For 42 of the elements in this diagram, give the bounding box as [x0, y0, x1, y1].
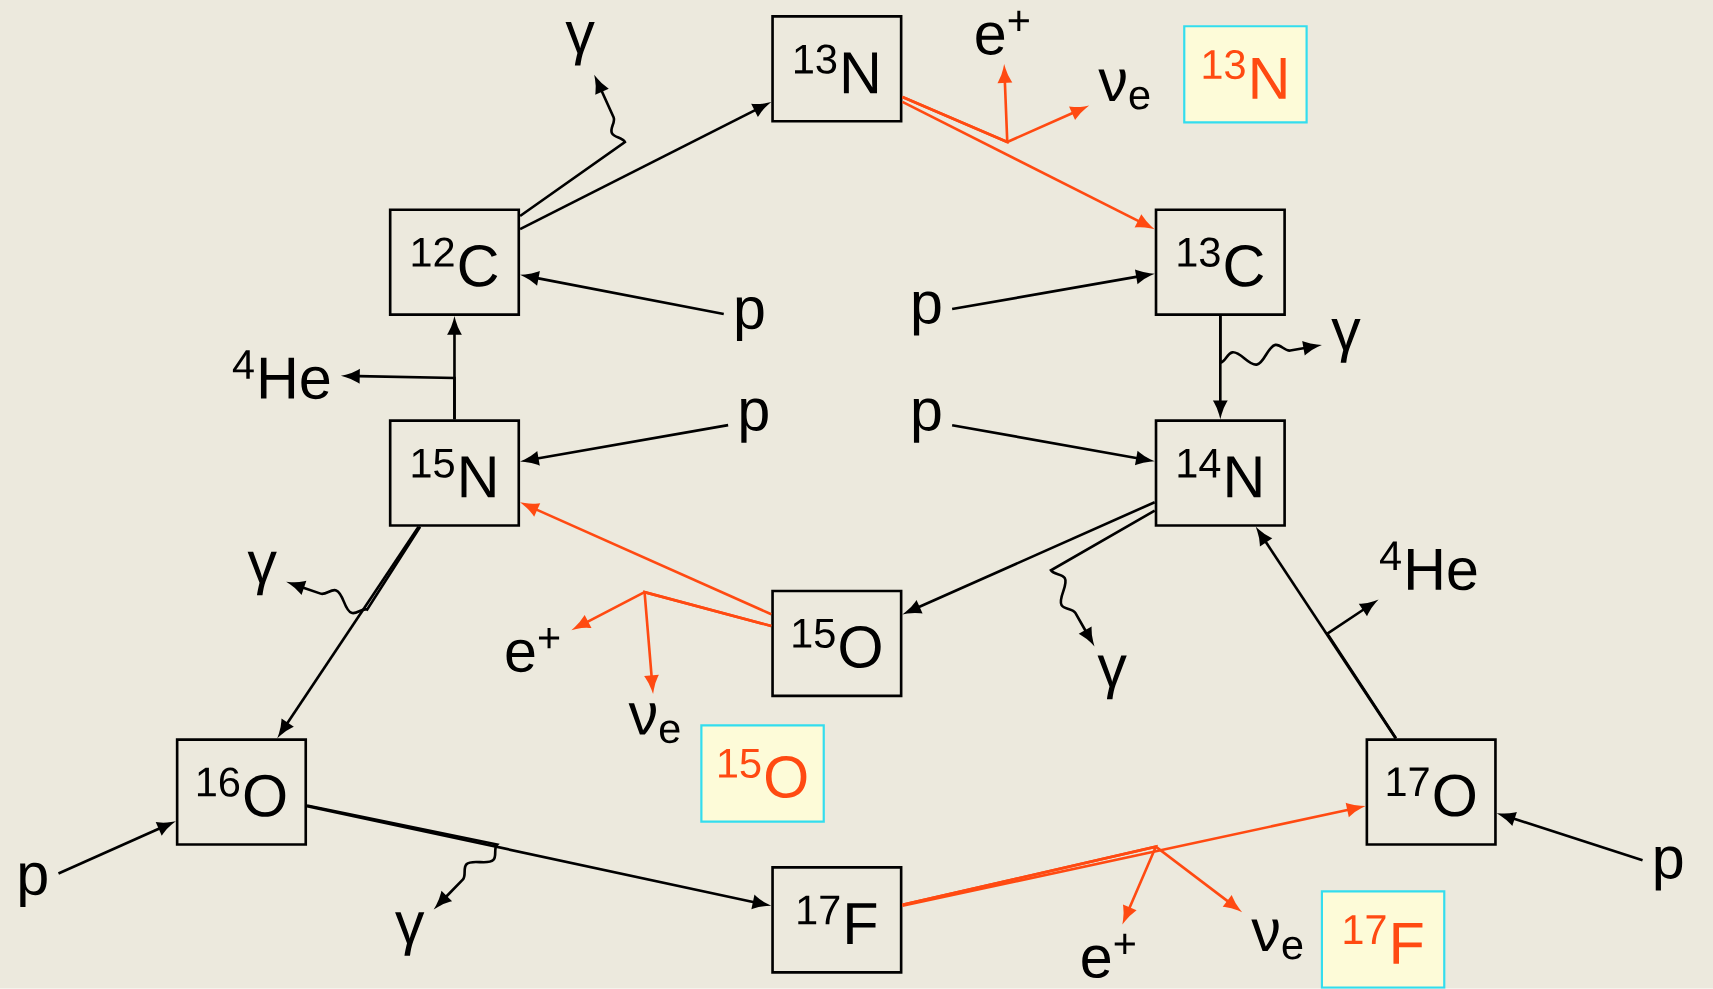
particle-label: p: [736, 297, 764, 342]
highlight-box: $^{15}$O: [700, 724, 825, 823]
particle-label: ν$_{e}$: [1098, 69, 1150, 110]
nuclide-box: $^{13}$C: [1154, 208, 1286, 317]
nuclide-box: $^{16}$O: [175, 738, 308, 846]
highlight-box: $^{17}$F: [1320, 890, 1446, 989]
wavy-arrow: [1219, 316, 1319, 367]
particle-label: γ: [1331, 319, 1361, 363]
nuclide-box: $^{14}$N: [1154, 419, 1286, 527]
particle-label: p: [20, 863, 47, 908]
particle-label: γ: [395, 912, 425, 957]
nuclide-box: $^{17}$O: [1365, 738, 1497, 846]
arrow: [1325, 601, 1398, 740]
nuclide-box: $^{17}$F: [771, 866, 903, 974]
particle-label: ν$_{e}$: [628, 703, 680, 744]
nuclide-box: $^{15}$N: [388, 419, 521, 527]
particle-label: γ: [247, 551, 277, 596]
particle-label: γ: [565, 22, 595, 66]
nuclide-box: $^{13}$N: [771, 15, 903, 123]
particle-label: e$^{+}$: [506, 628, 560, 673]
particle-label: e$^{+}$: [976, 10, 1029, 56]
particle-label: e$^{+}$: [1082, 933, 1135, 979]
wavy-arrow: [1049, 509, 1156, 644]
nuclide-box: $^{12}$C: [388, 208, 521, 317]
particle-label: p: [913, 291, 941, 336]
highlight-box: $^{13}$N: [1183, 25, 1308, 124]
arrow: [1257, 529, 1397, 740]
particle-label: p: [913, 398, 941, 443]
particle-label: γ: [1097, 655, 1127, 700]
particle-label: ν$_{e}$: [1251, 919, 1303, 960]
particle-label: p: [741, 398, 768, 443]
arrow: [643, 590, 772, 691]
arrow: [523, 271, 724, 316]
arrow: [905, 501, 1156, 614]
wavy-arrow: [289, 526, 422, 615]
nuclide-box: $^{15}$O: [771, 589, 903, 698]
arrow: [344, 369, 456, 420]
particle-label: $^{4}$He: [1380, 541, 1477, 591]
arrow: [278, 526, 420, 736]
particle-label: $^{4}$He: [232, 350, 330, 400]
particle-label: p: [1655, 846, 1683, 891]
arrow: [57, 822, 173, 875]
